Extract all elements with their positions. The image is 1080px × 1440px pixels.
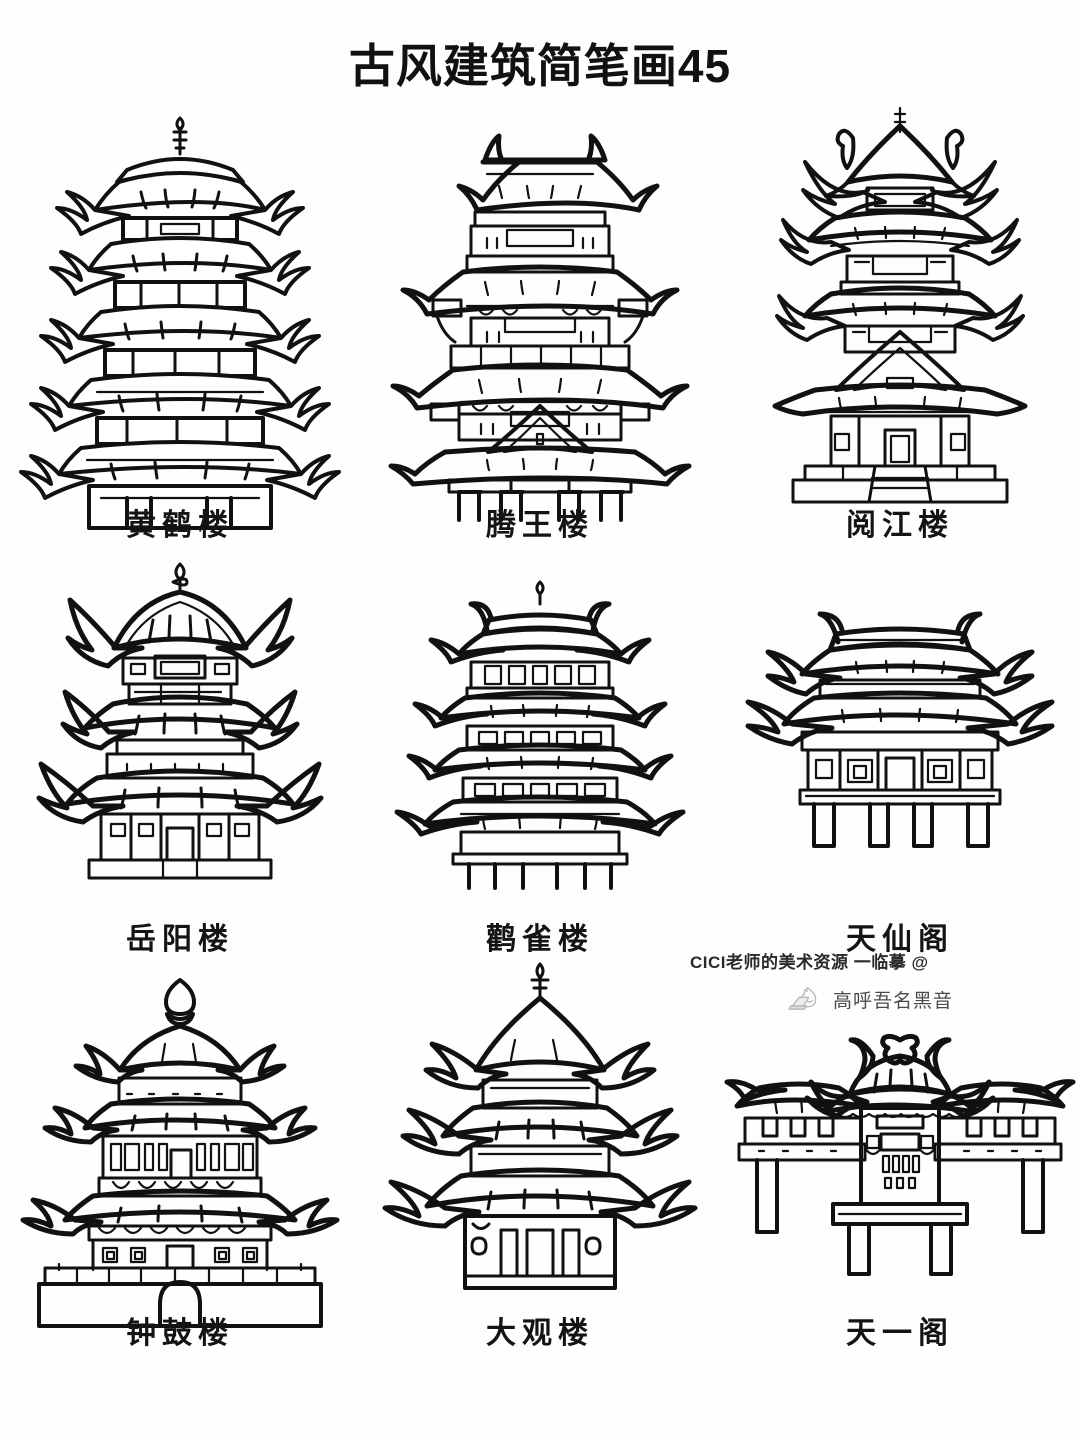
watermark-author-name: 高呼吾名黑音 [833,990,954,1012]
building-cell-tengwanglou[interactable]: 腾王楼 [360,100,720,544]
building-label-yueyanglou: 岳阳楼 [126,923,234,956]
building-label-zhonggulou: 钟鼓楼 [126,1317,234,1350]
building-cell-tianyige[interactable]: 天一阁 [720,958,1080,1352]
grid-row-3: 钟鼓楼 [0,958,1080,1352]
building-label-huanghelou: 黄鹤楼 [126,509,234,542]
building-cell-huanghelou[interactable]: 黄鹤楼 [0,100,360,544]
building-art-tianxiange [745,611,1055,848]
building-art-yuejianglou [772,106,1028,504]
page-title: 古风建筑简笔画45 [348,40,732,92]
building-art-tianyige [724,1033,1076,1276]
building-cell-zhonggulou[interactable]: 钟鼓楼 [0,958,360,1352]
grid-row-2: 岳阳楼 [0,544,1080,958]
building-art-yueyanglou [36,562,324,880]
grid-row-1: 黄鹤楼 [0,100,1080,544]
rabbit-at-laptop-icon [788,986,817,1010]
building-art-tengwanglou [388,133,692,522]
building-label-tianxiange: 天仙阁 [846,923,954,956]
building-cell-yueyanglou[interactable]: 岳阳楼 [0,544,360,958]
building-art-huanghelou [19,116,341,530]
watermark: CICI老师的美术资源 一临摹 @ 高呼吾名黑音 [690,948,1020,1013]
building-cell-yuejianglou[interactable]: 阅江楼 [720,100,1080,544]
building-art-guanquelou [394,580,686,890]
watermark-author: 高呼吾名黑音 [788,985,1020,1013]
building-grid: 黄鹤楼 [0,100,1080,1352]
building-art-zhonggulou [20,978,340,1328]
building-label-tianyige: 天一阁 [846,1317,954,1350]
building-cell-daguanlou[interactable]: 大观楼 [360,958,720,1352]
building-cell-tianxiange[interactable]: 天仙阁 [720,544,1080,958]
building-art-daguanlou [382,962,698,1290]
building-label-daguanlou: 大观楼 [486,1317,594,1350]
building-cell-guanquelou[interactable]: 鹳雀楼 [360,544,720,958]
building-label-guanquelou: 鹳雀楼 [486,923,594,956]
building-label-tengwanglou: 腾王楼 [486,509,594,542]
watermark-credit-line: CICI老师的美术资源 一临摹 @ [690,953,929,972]
building-label-yuejianglou: 阅江楼 [846,509,954,542]
